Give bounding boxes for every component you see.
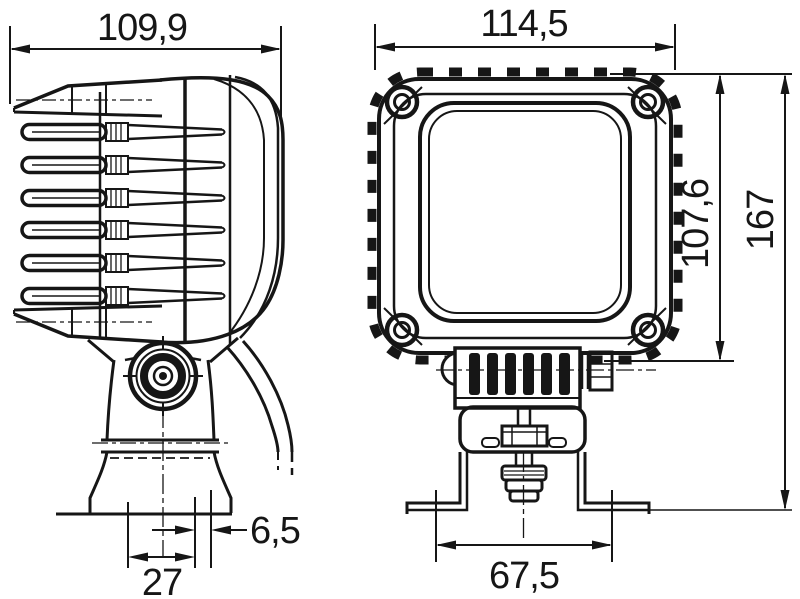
hinge-block bbox=[436, 346, 656, 410]
dimension-label-housing-height: 107,6 bbox=[675, 179, 717, 269]
dimension-label-bracket-width: 67,5 bbox=[489, 555, 559, 597]
mounting-stud bbox=[500, 450, 548, 503]
fin bbox=[20, 155, 226, 175]
mounting-knob bbox=[123, 336, 203, 416]
front-inner-frame bbox=[392, 92, 658, 340]
screw-icon bbox=[384, 84, 420, 120]
dimension-label-side-width: 109,9 bbox=[97, 7, 187, 49]
dimension-housing-height: 107,6 bbox=[604, 73, 792, 362]
side-bottom-flange bbox=[13, 304, 163, 344]
dimension-label-front-width: 114,5 bbox=[480, 3, 567, 45]
fin bbox=[20, 286, 226, 306]
dimension-label-base-slot-width: 6,5 bbox=[250, 510, 300, 552]
dimension-label-overall-height: 167 bbox=[740, 190, 782, 250]
dimension-base-slot-width: 6,5 bbox=[127, 490, 301, 568]
mounting-bracket bbox=[405, 405, 792, 540]
corner-chamfers bbox=[383, 86, 667, 346]
screw-icon bbox=[630, 84, 666, 120]
pivot-bolt bbox=[580, 350, 614, 392]
cooling-fins bbox=[20, 122, 226, 306]
dimension-overall-height: 167 bbox=[740, 74, 790, 510]
castellated-edge bbox=[367, 67, 683, 365]
fin bbox=[20, 122, 226, 142]
dimension-bracket-width: 67,5 bbox=[435, 490, 613, 597]
fin bbox=[20, 253, 226, 273]
fin bbox=[20, 188, 226, 208]
lens bbox=[418, 101, 632, 323]
side-top-flange bbox=[13, 78, 163, 118]
screw-icon bbox=[630, 312, 666, 348]
corner-screws bbox=[384, 84, 666, 348]
dimension-side-width: 109,9 bbox=[9, 7, 282, 118]
screw-icon bbox=[384, 312, 420, 348]
fin bbox=[20, 220, 226, 240]
dimension-label-base-slot-offset: 27 bbox=[142, 562, 182, 599]
side-view-drawing bbox=[13, 75, 294, 556]
front-view-drawing bbox=[367, 67, 792, 540]
dimension-front-width: 114,5 bbox=[374, 3, 676, 70]
power-cable bbox=[225, 339, 294, 475]
dimension-base-slot-offset: 27 bbox=[128, 552, 195, 599]
side-housing-outline bbox=[98, 75, 285, 345]
